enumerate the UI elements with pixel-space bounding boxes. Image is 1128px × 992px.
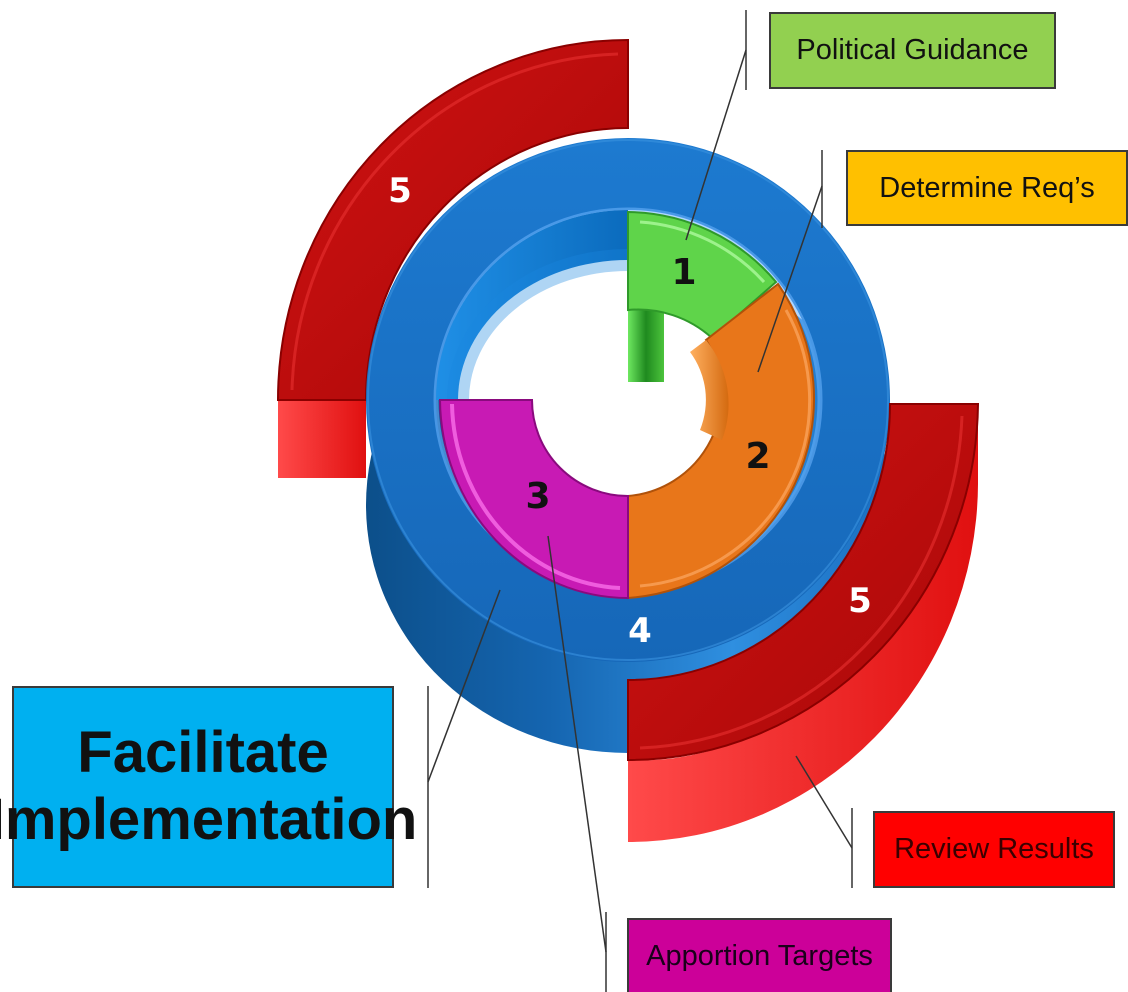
- segment-2-number: 2: [745, 436, 770, 477]
- red-arc-top-left-face: [276, 38, 629, 401]
- apportion-targets-text: Apportion Targets: [646, 939, 873, 972]
- segment-5-number-bottom: 5: [848, 581, 872, 621]
- review-results-label: Review Results: [873, 811, 1115, 888]
- segment-1-number: 1: [671, 252, 696, 293]
- facilitate-text-line1: Facilitate: [77, 720, 329, 786]
- segment-4-number: 4: [628, 611, 652, 651]
- segment-5-number-top: 5: [388, 171, 412, 211]
- segment-1-political-guidance: [627, 210, 778, 382]
- red-arc-bottom-right-face: [627, 403, 980, 762]
- review-results-text: Review Results: [894, 833, 1094, 865]
- segment-3-apportion-targets: [438, 399, 629, 600]
- segment-3-face: [438, 399, 629, 600]
- political-guidance-label: Political Guidance: [769, 12, 1056, 89]
- segment-2-determine-reqs: [627, 282, 815, 600]
- red-arc-top-left-side: [278, 400, 366, 478]
- facilitate-text-line2: Implementation: [0, 787, 418, 852]
- segment-1-face: [627, 210, 778, 340]
- determine-reqs-label: Determine Req’s: [846, 150, 1128, 226]
- connector-lines: [427, 10, 853, 992]
- red-arc-bottom-right: [627, 403, 980, 842]
- determine-reqs-text: Determine Req’s: [879, 171, 1095, 204]
- apportion-targets-label: Apportion Targets: [627, 918, 892, 992]
- red-arc-top-left: [276, 38, 629, 478]
- political-guidance-text: Political Guidance: [796, 34, 1029, 66]
- segment-3-number: 3: [525, 476, 550, 517]
- facilitate-implementation-label: Facilitate Implementation: [0, 686, 417, 888]
